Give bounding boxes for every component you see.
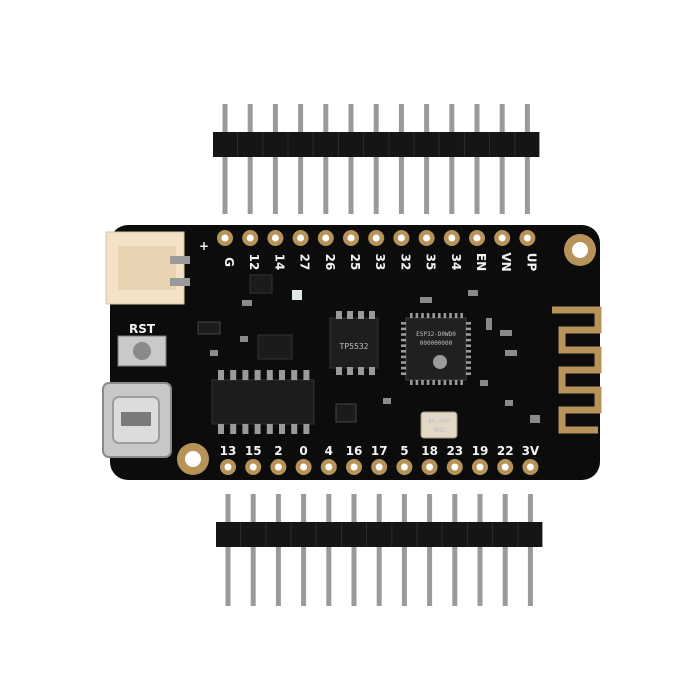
- pin-label: 26: [323, 254, 337, 271]
- pin-label: 34: [449, 254, 463, 271]
- pin-label: 19: [472, 444, 489, 458]
- bottom-header-pin: [452, 494, 458, 606]
- small-ic: [249, 274, 273, 294]
- bottom-header-plastic: [216, 522, 543, 547]
- top-header-pin: [272, 104, 278, 214]
- bottom-header-pin: [250, 494, 256, 606]
- crystal-oscillator: 40.000 MHZ: [420, 411, 458, 439]
- status-led: [292, 290, 302, 300]
- pin-label: EN: [474, 253, 488, 271]
- bottom-header-pin: [401, 494, 407, 606]
- pin-label: 23: [446, 444, 463, 458]
- esp-chip-text-1: ESP32-D0WD0: [416, 331, 456, 338]
- pin-label: VN: [499, 252, 513, 271]
- pin-label: 2: [274, 444, 282, 458]
- rst-label: RST: [129, 322, 156, 336]
- top-header-plastic: [213, 132, 540, 157]
- pin-label: 15: [245, 444, 262, 458]
- pin-label: 13: [220, 444, 237, 458]
- bottom-header-pin: [275, 494, 281, 606]
- top-header-pin: [298, 104, 304, 214]
- plus-label: +: [199, 239, 209, 253]
- pin-label: 0: [299, 444, 307, 458]
- pin-label: 16: [346, 444, 363, 458]
- bottom-header-pin: [527, 494, 533, 606]
- pin-label: 35: [424, 254, 438, 271]
- top-header-pin: [524, 104, 530, 214]
- pin-label: 25: [348, 254, 362, 271]
- pin-label: 5: [400, 444, 408, 458]
- charger-ic: TP5532: [329, 317, 379, 369]
- top-pads: [217, 230, 536, 246]
- bottom-pads: [220, 459, 539, 475]
- reset-button: [117, 335, 167, 367]
- top-header-pin: [449, 104, 455, 214]
- pcb-antenna: [552, 306, 602, 434]
- bottom-header-pin: [301, 494, 307, 606]
- bottom-header-pin: [502, 494, 508, 606]
- usb-serial-chip-pins: [218, 370, 310, 434]
- bottom-header-pin: [326, 494, 332, 606]
- top-header-pin: [222, 104, 228, 214]
- pin-label: 27: [298, 254, 312, 271]
- pin-label: 17: [371, 444, 388, 458]
- bottom-header-pin: [376, 494, 382, 606]
- micro-usb-port: [102, 382, 172, 458]
- crystal-text-2: MHZ: [434, 427, 445, 434]
- pin-label: 12: [247, 254, 261, 271]
- bottom-pin-labels: 13 15 2 0 4 16 17 5 18 23 19 22 3V: [220, 444, 540, 458]
- pin-label: 33: [373, 254, 387, 271]
- top-header-pin: [373, 104, 379, 214]
- top-pin-labels: G 12 14 27 26 25 33 32 35 34 EN VN UP: [222, 252, 538, 271]
- battery-connector: [105, 231, 190, 305]
- top-header-pin: [348, 104, 354, 214]
- pin-label: 3V: [522, 444, 540, 458]
- bottom-header-pin: [427, 494, 433, 606]
- pin-label: 14: [272, 254, 286, 271]
- usb-serial-chip: [211, 379, 315, 425]
- pin-label: 22: [497, 444, 514, 458]
- small-ic-3: [335, 403, 357, 423]
- pin-label: 18: [421, 444, 438, 458]
- pin-label: 32: [398, 254, 412, 271]
- bottom-header-pin: [351, 494, 357, 606]
- top-header-pin: [398, 104, 404, 214]
- bottom-header-pin: [477, 494, 483, 606]
- top-header-pin: [474, 104, 480, 214]
- esp-chip-text-2: 000000000: [420, 340, 453, 347]
- crystal-text-1: 40.000: [428, 418, 450, 425]
- top-pin-header: [213, 104, 540, 214]
- top-header-pin: [247, 104, 253, 214]
- voltage-regulator: [257, 334, 293, 360]
- bottom-pin-header: [216, 494, 543, 606]
- pcb-board: RST + TP5532 ESP32-D0WD0 000000000 40.00…: [102, 225, 602, 480]
- esp32-chip: ESP32-D0WD0 000000000: [405, 317, 467, 381]
- pin-label: G: [222, 257, 236, 267]
- pin-label: UP: [524, 253, 538, 272]
- small-ic-2: [197, 321, 221, 335]
- top-header-pin: [424, 104, 430, 214]
- esp-pins: [401, 313, 471, 385]
- top-header-pin: [499, 104, 505, 214]
- top-header-pin: [323, 104, 329, 214]
- charger-pins: [336, 311, 375, 375]
- charger-chip-text: TP5532: [340, 342, 369, 351]
- pin-label: 4: [325, 444, 333, 458]
- bottom-header-pin: [225, 494, 231, 606]
